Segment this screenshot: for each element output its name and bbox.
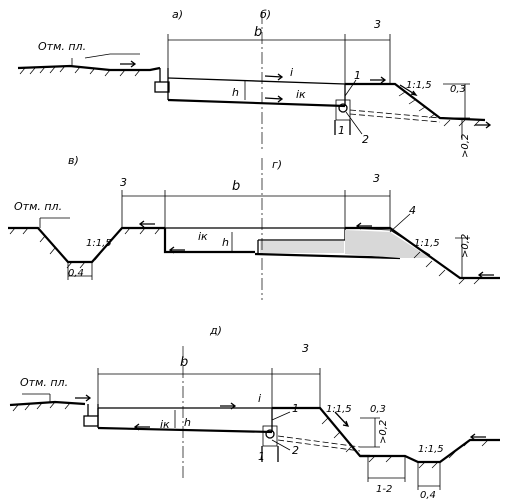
label-1-bottom: 1 — [292, 402, 299, 415]
label-v: в) — [68, 154, 79, 167]
label-b-variant: б) — [260, 8, 271, 21]
label-02-mid: >0,2 — [460, 234, 471, 258]
label-slope-ik-top: iк — [296, 88, 306, 101]
label-1-2-bottom: 1-2 — [376, 484, 392, 495]
ground-hatch-left-bottom — [12, 401, 71, 412]
label-slope-ik-mid: iк — [198, 230, 208, 243]
label-02-bottom: >0,2 — [378, 420, 389, 444]
label-slope-15-bottom-right: 1:1,5 — [418, 444, 444, 455]
label-4-mid: 4 — [409, 204, 416, 217]
label-02-top: >0,2 — [460, 134, 471, 158]
label-2-top: 2 — [362, 133, 369, 146]
drain-block-left — [154, 81, 170, 93]
label-h-mid: h — [222, 236, 229, 249]
ground-hatch-right-bottom — [321, 417, 489, 469]
label-1b-top: 1 — [338, 124, 345, 137]
label-elevation-top: Отм. пл. — [38, 40, 86, 53]
label-2-bottom: 2 — [292, 444, 299, 457]
label-1b-bottom: 1 — [258, 450, 265, 463]
label-3-mid-right: 3 — [373, 172, 380, 185]
label-3-top: 3 — [374, 18, 381, 31]
figure-a-b: а) б) Отм. пл. b 3 i iк h 1 1 2 1:1,5 0,… — [17, 8, 492, 158]
label-elevation-mid: Отм. пл. — [14, 200, 62, 213]
figure-v-g: в) г) Отм. пл. 3 b 3 4 iк h 1:1,5 1:1,5 … — [8, 154, 500, 300]
figure-d: д) Отм. пл. b 3 i iк h 1 1 2 1:1,5 0,3 >… — [9, 324, 500, 501]
label-3-bottom: 3 — [302, 342, 309, 355]
label-width-top: b — [254, 25, 262, 40]
label-g: г) — [272, 158, 282, 171]
label-width-bottom: b — [180, 355, 188, 370]
label-d: д) — [209, 324, 222, 337]
label-width-mid: b — [232, 179, 240, 194]
label-04-mid: 0,4 — [68, 268, 84, 279]
label-03-top: 0,3 — [450, 84, 466, 95]
label-h-top: h — [232, 86, 239, 99]
drain-pipe-1 — [338, 103, 348, 113]
label-h-bottom: h — [184, 416, 191, 429]
label-03-bottom: 0,3 — [370, 404, 386, 415]
ground-hatch-right-mid — [413, 251, 481, 285]
label-3-mid-left: 3 — [120, 176, 127, 189]
ground-hatch-ditch — [9, 227, 161, 269]
label-slope-i-top: i — [290, 66, 293, 79]
label-slope-15-mid-left: 1:1,5 — [86, 238, 112, 249]
label-1-top: 1 — [354, 69, 361, 82]
label-slope-15-mid-right: 1:1,5 — [414, 238, 440, 249]
label-slope-i-bottom: i — [258, 392, 261, 405]
ground-hatch-left-top — [19, 65, 141, 77]
label-elevation-bottom: Отм. пл. — [20, 376, 68, 389]
label-a: а) — [172, 8, 183, 21]
label-slope-ik-bottom: iк — [160, 418, 170, 431]
label-slope-15-top: 1:1,5 — [406, 80, 432, 91]
label-04-bottom: 0,4 — [420, 490, 436, 501]
label-slope-15-bottom-left: 1:1,5 — [326, 404, 352, 415]
